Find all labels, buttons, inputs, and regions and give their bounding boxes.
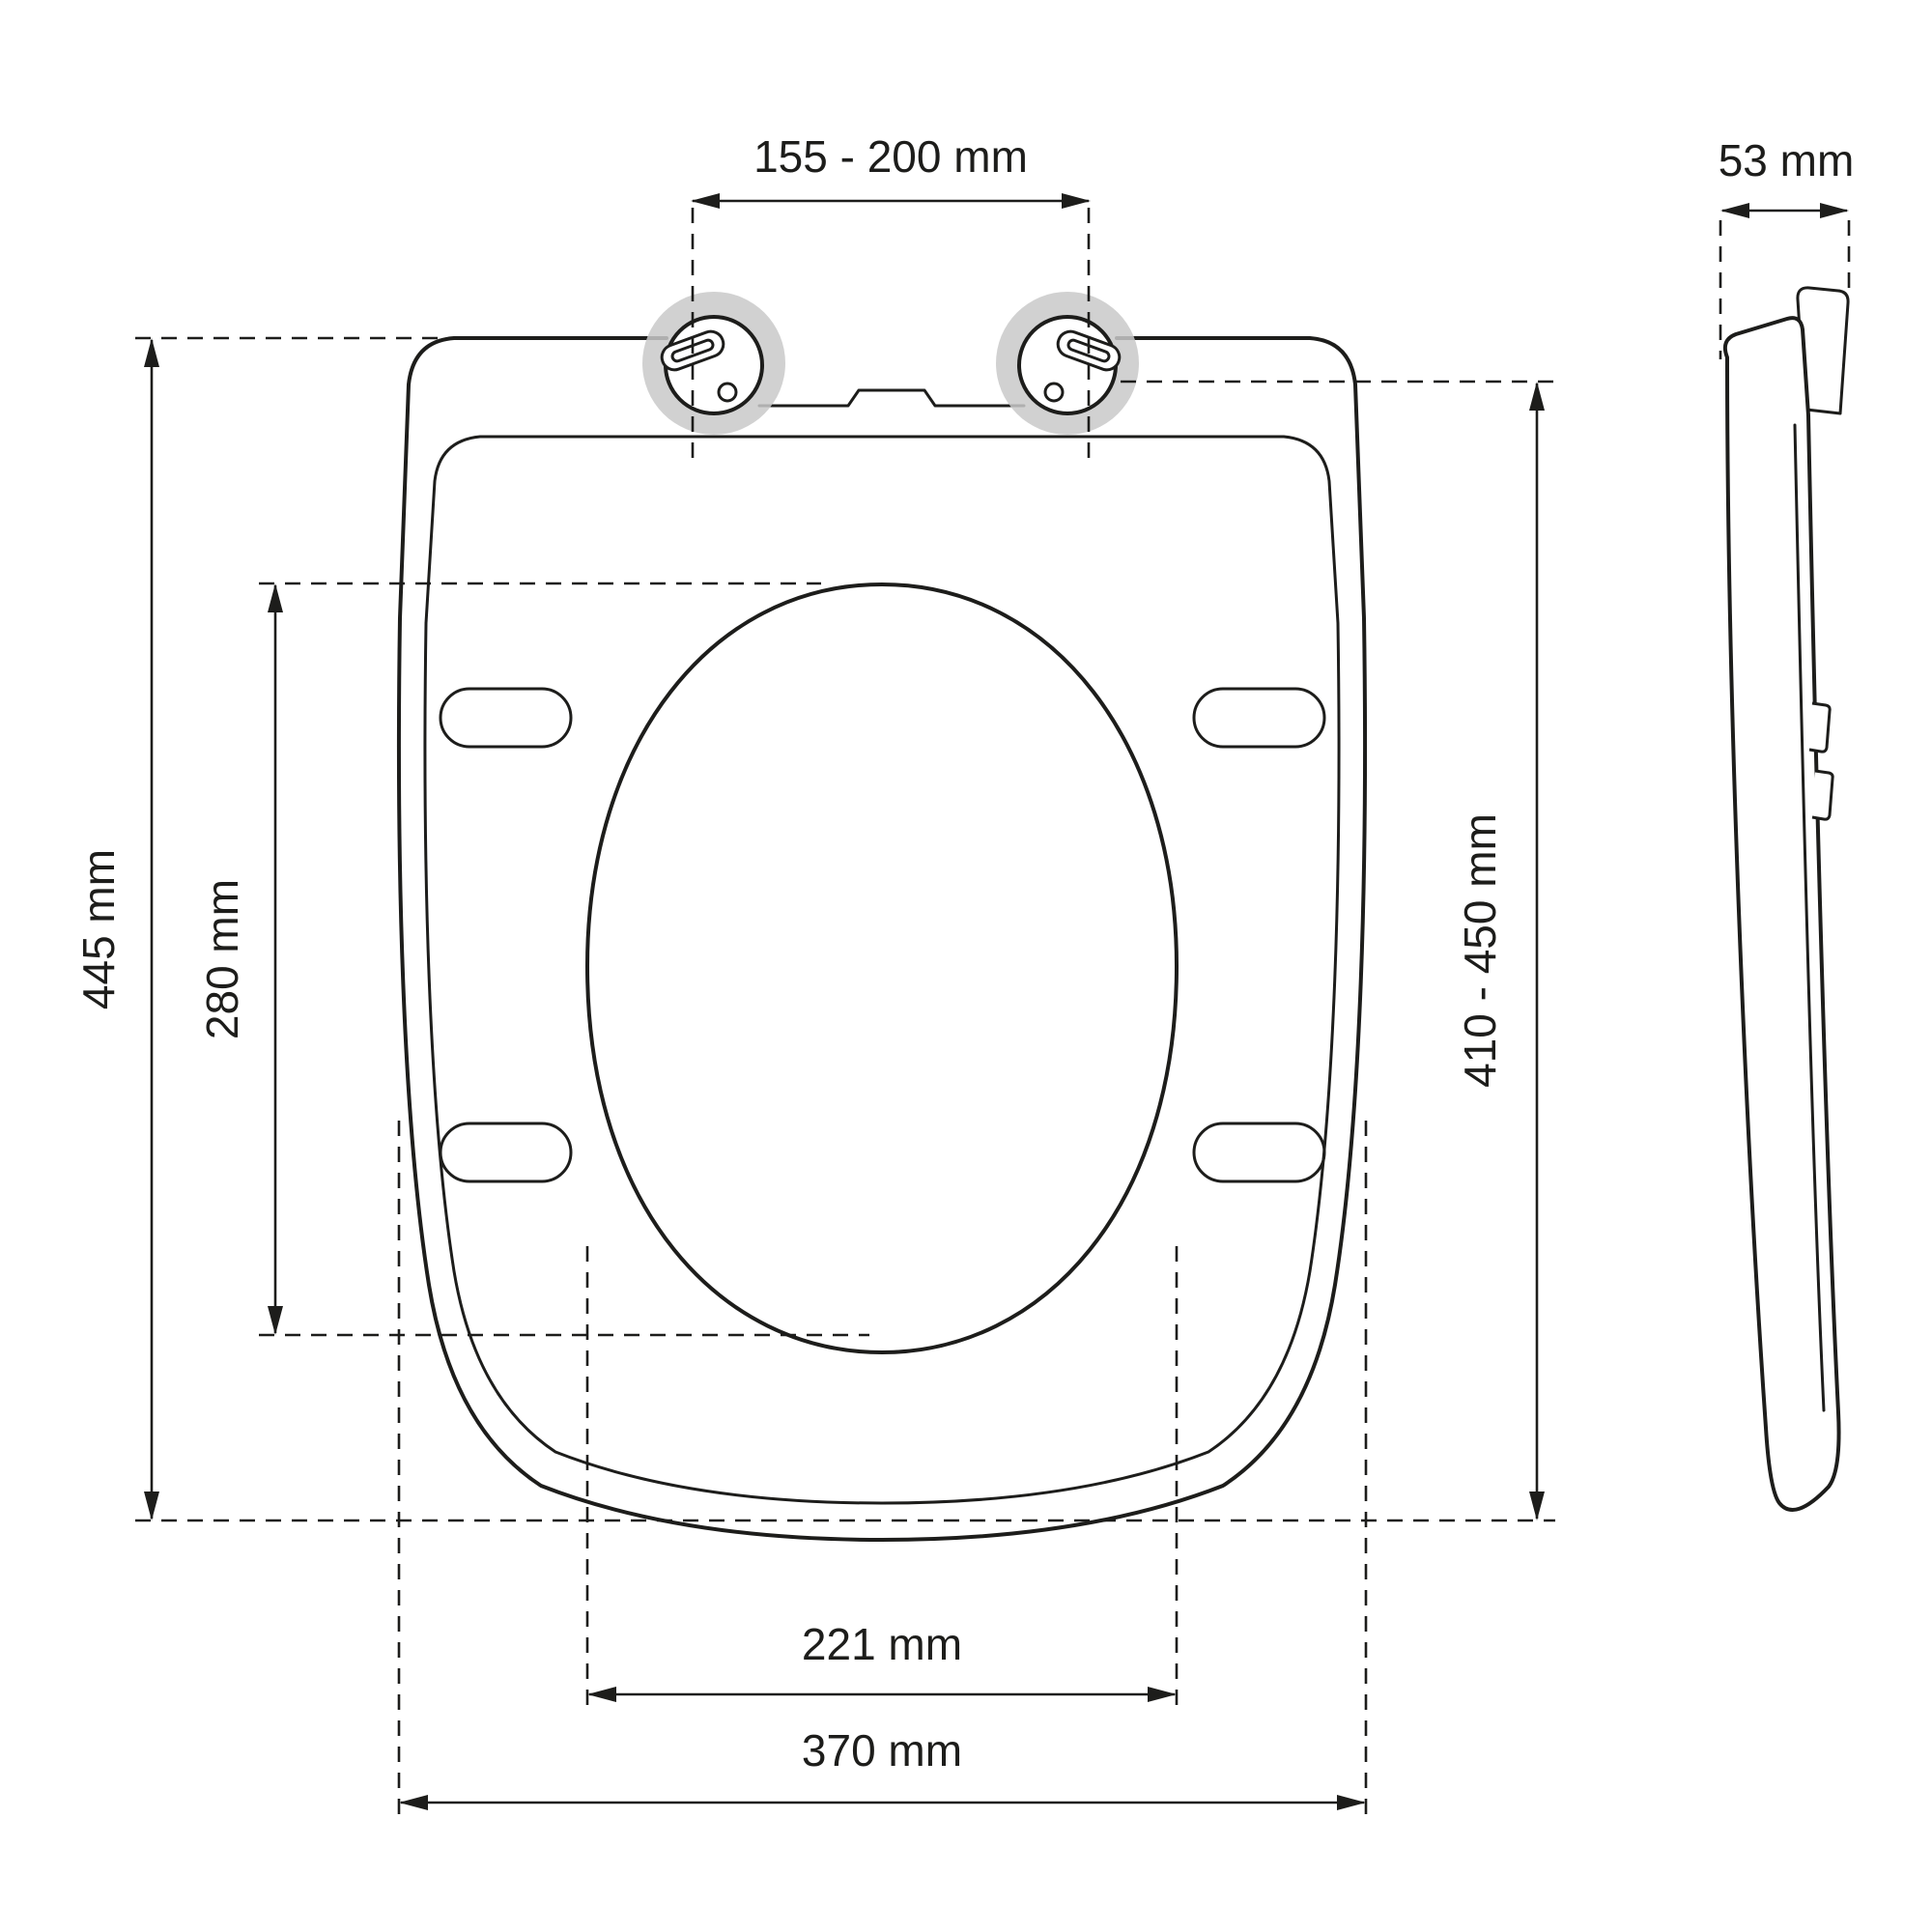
hinge-right-pin [1043, 382, 1065, 403]
dimension-label-hinge-spacing: 155 - 200 mm [753, 131, 1028, 182]
dimension-overall-width: 370 mm [397, 1121, 1368, 1818]
fixing-slot-bottom-right [1192, 1122, 1326, 1183]
dimension-label-inner-width: 221 mm [802, 1619, 962, 1669]
seat-outer-outline [396, 336, 1368, 1542]
seat-inner-outline [423, 435, 1341, 1505]
dimension-inner-length: 280 mm [197, 582, 869, 1337]
hinge-right [996, 292, 1139, 435]
dimension-inner-width: 221 mm [585, 1246, 1179, 1710]
fixing-slot-top-left [439, 687, 573, 749]
dimension-hinge-spacing: 155 - 200 mm [691, 131, 1091, 462]
side-seam-line [1793, 423, 1826, 1412]
side-fixing-bump-upper [1808, 701, 1832, 753]
side-hinge-tab [1796, 286, 1850, 415]
front-view [396, 292, 1368, 1542]
dimension-overall-length: 445 mm [73, 336, 1555, 1522]
side-fixing-bump-lower [1811, 769, 1834, 821]
dimension-label-installation-length: 410 - 450 mm [1455, 813, 1505, 1088]
side-profile-outline [1722, 316, 1841, 1512]
seat-opening [585, 582, 1179, 1354]
hinge-left-keyhole-inner [670, 338, 715, 363]
dimension-label-overall-length: 445 mm [73, 849, 124, 1009]
dimension-label-overall-width: 370 mm [802, 1725, 962, 1776]
hinge-left-pin [717, 382, 738, 403]
side-view [1722, 286, 1850, 1512]
hinge-right-keyhole-inner [1066, 338, 1111, 363]
hinge-left [642, 292, 785, 435]
dimension-thickness: 53 mm [1719, 135, 1855, 359]
fixing-slot-bottom-left [439, 1122, 573, 1183]
dimension-installation-length: 410 - 450 mm [1121, 380, 1555, 1520]
dimension-label-thickness: 53 mm [1719, 135, 1855, 185]
fixing-slot-top-right [1192, 687, 1326, 749]
dimension-label-inner-length: 280 mm [197, 879, 247, 1039]
seat-top-edge-between-hinges [757, 388, 1026, 408]
